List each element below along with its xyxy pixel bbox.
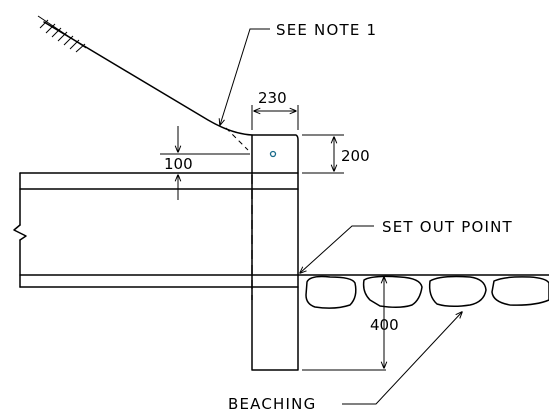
beaching-stones <box>305 275 549 309</box>
set-out-point-label: SET OUT POINT <box>382 218 513 236</box>
drain-marker <box>269 150 277 158</box>
ground-hatching <box>37 15 87 53</box>
dimension-230-label: 230 <box>258 89 287 107</box>
see-note-label: SEE NOTE 1 <box>276 21 377 39</box>
leader-see-note: SEE NOTE 1 <box>220 21 377 125</box>
break-line <box>13 224 27 241</box>
dimension-400-label: 400 <box>370 316 399 334</box>
dimension-offset: 100 <box>160 126 250 200</box>
dimension-wall-width: 230 <box>251 89 299 130</box>
leader-set-out-point: SET OUT POINT <box>300 218 513 273</box>
slab <box>19 172 299 288</box>
dimension-200-label: 200 <box>341 147 370 165</box>
wall-outline <box>251 134 299 371</box>
dimension-100-label: 100 <box>164 155 193 173</box>
dimension-upstand: 200 <box>302 134 370 174</box>
dimension-beaching: 400 <box>302 277 399 371</box>
slope-tie-line <box>225 127 249 151</box>
beaching-label: BEACHING <box>228 395 316 413</box>
leader-beaching: BEACHING <box>228 312 462 413</box>
embankment-slope <box>43 21 253 136</box>
